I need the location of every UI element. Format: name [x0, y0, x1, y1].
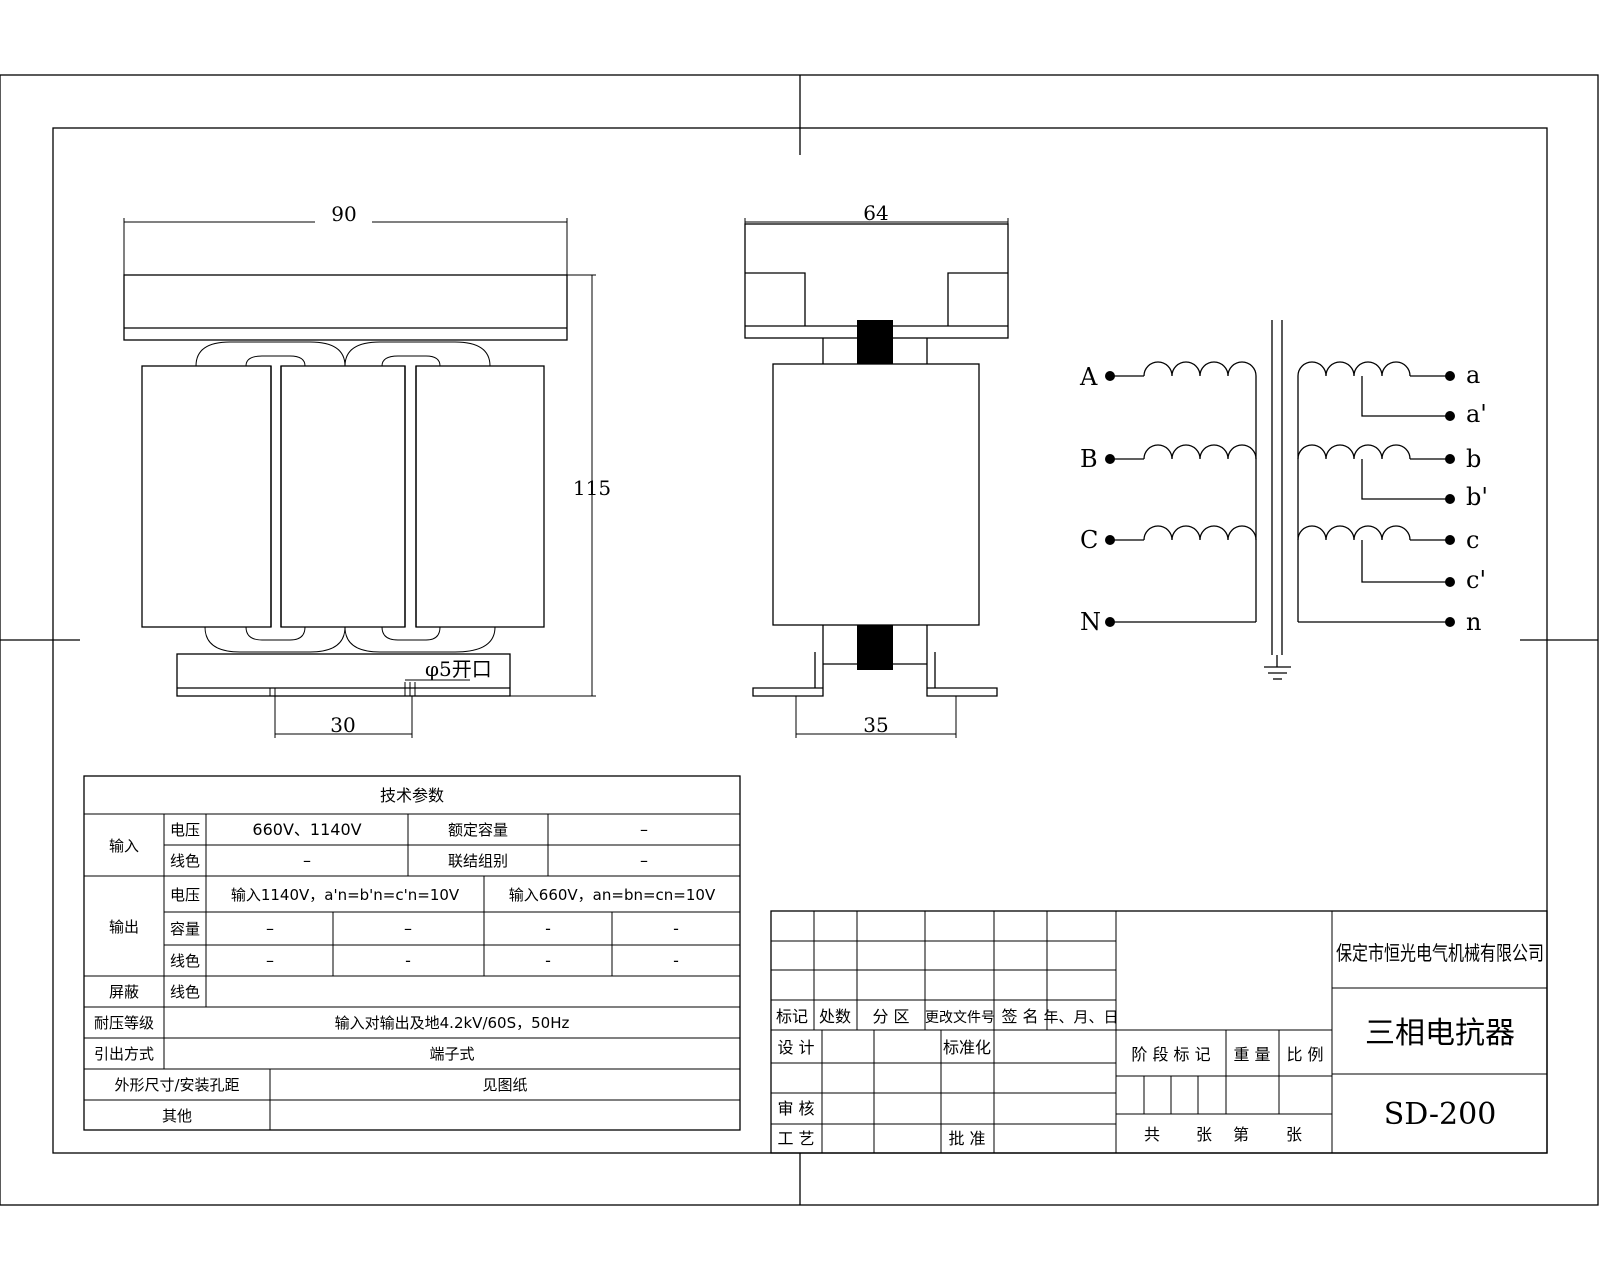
approve-label: 批 准 [948, 1129, 985, 1148]
sheet-zhang-label: 张 [1286, 1125, 1302, 1144]
terminal-dot-b [1445, 454, 1455, 464]
terminal-dot-b-prime [1445, 494, 1455, 504]
terminal-label-B: B [1080, 445, 1098, 473]
input-wire-color-label: 线色 [170, 852, 200, 870]
secondary-winding-c [1297, 525, 1450, 583]
front-view [123, 218, 596, 738]
terminal-dot-A [1105, 371, 1115, 381]
side-view [744, 218, 1009, 738]
terminal-label-A: A [1079, 363, 1098, 391]
terminal-label-c: c [1466, 526, 1479, 554]
scale-label: 比 例 [1286, 1045, 1323, 1064]
input-voltage-value: 660V、1140V [252, 820, 361, 839]
output-wire-color-cell: – [266, 951, 274, 970]
withstand-value: 输入对输出及地4.2kV/60S，50Hz [335, 1014, 570, 1032]
output-wire-color-cell: - [405, 951, 411, 970]
rev-header-zone: 分 区 [872, 1007, 909, 1026]
rev-header-signature: 签 名 [1001, 1007, 1038, 1026]
wiring-schematic [1105, 320, 1455, 680]
dimension-value: 见图纸 [482, 1076, 527, 1094]
review-label: 审 核 [777, 1099, 814, 1118]
terminal-dot-c-prime [1445, 577, 1455, 587]
sheet-zhang-label: 张 [1196, 1125, 1212, 1144]
title-block [770, 910, 1548, 1154]
rev-header-doc-no: 更改文件号 [925, 1010, 995, 1026]
company-name: 保定市恒光电气机械有限公司 [1336, 941, 1544, 965]
rated-capacity-value: – [640, 820, 648, 839]
front-width-dim: 90 [331, 202, 356, 226]
output-wire-color-cell: - [545, 951, 551, 970]
output-capacity-cell: - [673, 919, 679, 938]
terminal-label-n: n [1466, 608, 1481, 636]
standardize-label: 标准化 [943, 1038, 991, 1057]
secondary-winding-a [1297, 361, 1450, 622]
input-wire-color-value: – [303, 851, 311, 870]
terminal-label-C: C [1080, 526, 1098, 554]
output-capacity-cell: – [266, 919, 274, 938]
output-wire-color-cell: - [673, 951, 679, 970]
secondary-winding-b [1297, 444, 1450, 500]
rated-capacity-label: 额定容量 [448, 821, 508, 839]
terminal-dot-c [1445, 535, 1455, 545]
output-capacity-label: 容量 [170, 920, 200, 938]
dimension-label: 外形尺寸/安装孔距 [114, 1076, 239, 1094]
terminal-dot-C [1105, 535, 1115, 545]
terminal-dot-N [1105, 617, 1115, 627]
output-capacity-cell: - [545, 919, 551, 938]
spec-table [83, 775, 741, 1131]
front-height-dim: 115 [573, 476, 611, 500]
terminal-label-N: N [1080, 608, 1101, 636]
process-label: 工 艺 [777, 1129, 814, 1148]
input-label: 输入 [109, 837, 139, 855]
terminal-label-a-prime: a' [1466, 400, 1487, 428]
spec-table-title: 技术参数 [380, 786, 444, 805]
terminal-dot-n [1445, 617, 1455, 627]
input-voltage-label: 电压 [170, 821, 200, 839]
sheet-frame [0, 74, 1599, 1206]
primary-winding-c [1110, 525, 1257, 541]
hole-note: φ5开口 [425, 657, 492, 681]
sheet-number-label: 第 [1233, 1125, 1249, 1144]
shield-wire-color-label: 线色 [170, 983, 200, 1001]
connection-group-value: – [640, 851, 648, 870]
other-label: 其他 [162, 1107, 192, 1125]
model-number: SD-200 [1384, 1097, 1497, 1132]
rev-header-mark: 标记 [776, 1007, 808, 1026]
output-voltage-1140: 输入1140V，a'n=b'n=c'n=10V [231, 886, 460, 904]
side-mount-dim: 35 [863, 713, 888, 737]
lead-label: 引出方式 [94, 1045, 154, 1063]
output-label: 输出 [109, 918, 139, 936]
side-width-dim: 64 [863, 201, 888, 225]
primary-winding-b [1110, 444, 1257, 460]
design-label: 设 计 [777, 1038, 814, 1057]
stage-mark-label: 阶 段 标 记 [1131, 1045, 1210, 1064]
lead-value: 端子式 [429, 1045, 474, 1063]
output-capacity-cell: – [404, 919, 412, 938]
product-name: 三相电抗器 [1365, 1016, 1515, 1051]
clamp-block-top [857, 320, 893, 364]
terminal-label-a: a [1466, 361, 1480, 389]
terminal-dot-a-prime [1445, 411, 1455, 421]
rev-header-count: 处数 [819, 1007, 851, 1026]
slot-pitch-dim: 30 [330, 713, 355, 737]
terminal-label-c-prime: c' [1466, 566, 1486, 594]
withstand-label: 耐压等级 [94, 1014, 154, 1032]
terminal-label-b-prime: b' [1466, 483, 1488, 511]
shield-label: 屏蔽 [109, 983, 139, 1001]
terminal-label-b: b [1466, 445, 1481, 473]
rev-header-date: 年、月、日 [1043, 1008, 1118, 1026]
weight-label: 重 量 [1233, 1045, 1270, 1064]
output-voltage-label: 电压 [170, 886, 200, 904]
terminal-dot-B [1105, 454, 1115, 464]
terminal-dot-a [1445, 371, 1455, 381]
primary-winding-a [1110, 361, 1257, 622]
output-wire-color-label: 线色 [170, 952, 200, 970]
clamp-block-bottom [857, 625, 893, 670]
output-voltage-660: 输入660V，an=bn=cn=10V [509, 886, 716, 904]
sheet-total-label: 共 [1144, 1125, 1160, 1144]
connection-group-label: 联结组别 [448, 852, 508, 870]
